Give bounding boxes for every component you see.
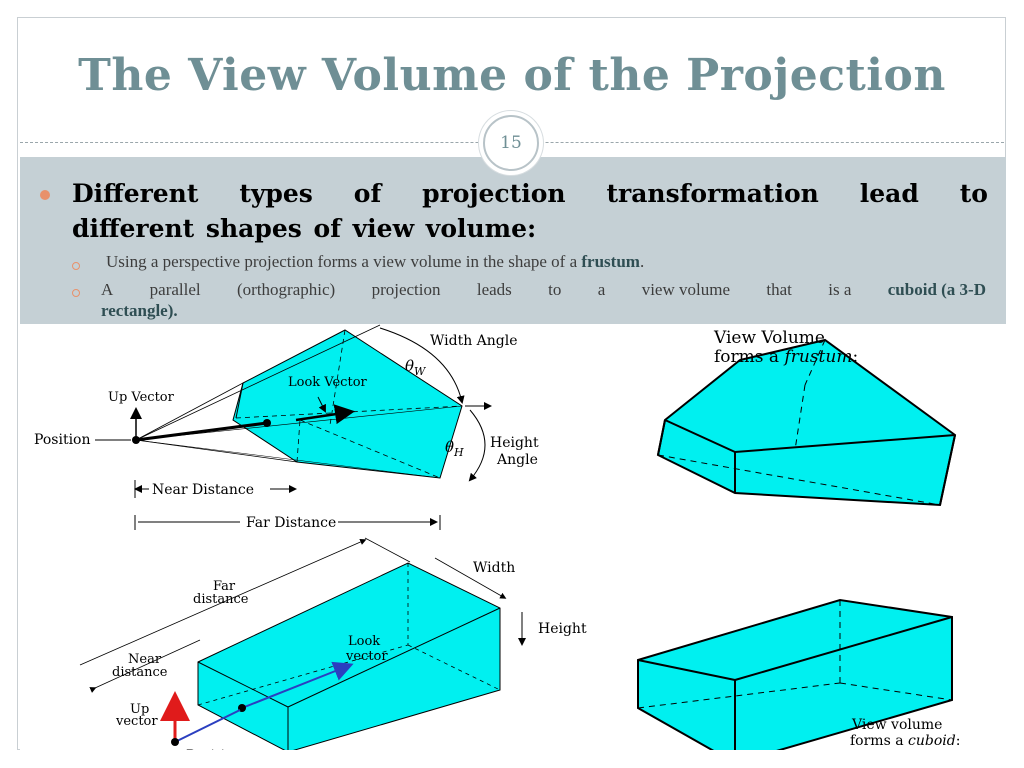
word: types bbox=[239, 179, 313, 208]
frustum-illustration: View Volume forms a frustum: bbox=[656, 328, 957, 507]
frustum-caption-line2: forms a frustum: bbox=[714, 347, 858, 367]
sub-bullet-circle-icon bbox=[72, 289, 80, 297]
word: of bbox=[353, 179, 382, 208]
height-label: Height bbox=[538, 621, 587, 637]
theta-w-label: θW bbox=[405, 357, 427, 378]
near-distance-label: Near Distance bbox=[152, 482, 254, 498]
near-label: Near bbox=[128, 652, 162, 667]
bullet-dot-icon bbox=[40, 190, 50, 200]
up-vector-label: Up Vector bbox=[108, 390, 175, 405]
angle-label: Angle bbox=[496, 452, 538, 468]
frustum-shape bbox=[232, 329, 463, 479]
cuboid-caption-line2: forms a cuboid: bbox=[850, 733, 960, 749]
word: Different bbox=[72, 179, 199, 208]
cuboid-illustration: View volume forms a cuboid: bbox=[637, 598, 960, 750]
main-bullet-line1: Different types of projection transforma… bbox=[72, 176, 988, 211]
look-vector-label: vector bbox=[345, 649, 388, 664]
parallel-cuboid-diagram: Far distance Width Height Look vector Ne… bbox=[79, 537, 587, 764]
word: lead bbox=[859, 179, 919, 208]
far-distance-label: distance bbox=[193, 592, 249, 607]
up-label: Up bbox=[130, 702, 149, 717]
slide-title: The View Volume of the Projection bbox=[78, 50, 946, 101]
word: to bbox=[959, 179, 988, 208]
page-number: 15 bbox=[483, 115, 539, 171]
far-label: Far bbox=[213, 579, 236, 594]
cuboid-caption-line1: View volume bbox=[851, 717, 942, 733]
frustum-caption-line1: View Volume bbox=[713, 328, 825, 348]
width-label: Width bbox=[473, 560, 515, 576]
sub-bullet-circle-icon bbox=[72, 262, 80, 270]
word: transformation bbox=[606, 179, 819, 208]
perspective-frustum-diagram: Width Angle θW Look Vector Up Vector Pos… bbox=[34, 324, 539, 531]
look-label: Look bbox=[348, 634, 380, 649]
height-label: Height bbox=[490, 435, 539, 451]
content-band bbox=[20, 157, 1006, 324]
position-label: Position bbox=[34, 432, 91, 448]
near-distance-label: distance bbox=[112, 665, 168, 680]
up-vector-label: vector bbox=[115, 714, 158, 729]
width-angle-label: Width Angle bbox=[430, 333, 518, 349]
theta-h-label: θH bbox=[445, 438, 464, 459]
sub-bullet-parallel: A parallel (orthographic) projection lea… bbox=[101, 280, 986, 320]
main-bullet-line2: different shapes of view volume: bbox=[72, 214, 537, 243]
far-distance-label: Far Distance bbox=[246, 515, 336, 531]
sub-bullet-perspective: Using a perspective projection forms a v… bbox=[106, 252, 645, 271]
position-label: Position bbox=[186, 748, 243, 764]
look-vector-label: Look Vector bbox=[288, 375, 368, 390]
word: projection bbox=[422, 179, 566, 208]
